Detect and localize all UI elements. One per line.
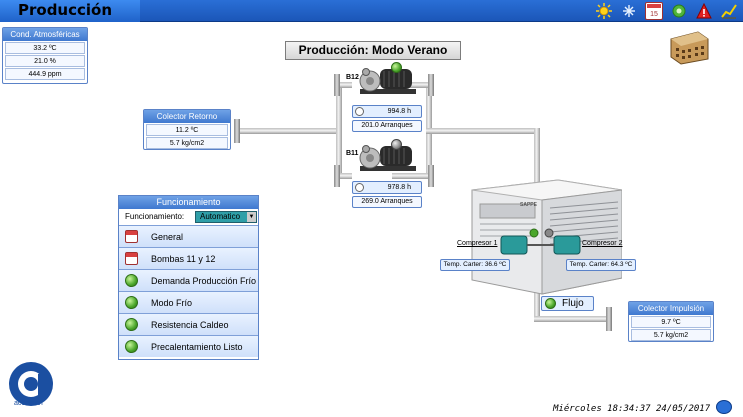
impulsion-pipe	[534, 316, 608, 322]
pump-b12-outlet	[392, 82, 432, 88]
atmos-co2: 444.9 ppm	[5, 68, 85, 80]
mode-row: Funcionamiento: Automatico ▼	[119, 209, 258, 225]
pump-b11-outlet	[392, 173, 432, 179]
funcionamiento-title: Funcionamiento	[119, 196, 258, 209]
flow-indicator: Flujo	[541, 296, 594, 311]
flow-label: Flujo	[562, 298, 584, 309]
calendar-icon	[125, 252, 138, 265]
alarm-icon[interactable]	[695, 2, 713, 20]
page-title: Producción	[18, 1, 113, 19]
pump-b12-starts: 201.0 Arranques	[352, 120, 422, 132]
func-item-label: Demanda Producción Frío	[151, 276, 257, 286]
return-pipe-flange	[234, 119, 240, 143]
pump-b12-hours: 994.8 h	[387, 108, 411, 115]
supply-pipe-to-chiller	[426, 128, 538, 134]
atmos-temperature: 33.2 ºC	[5, 42, 85, 54]
compressor-1-temp: Temp. Carter: 36.6 ºC	[440, 259, 510, 271]
return-pipe	[236, 128, 338, 134]
flow-status-led-icon	[545, 298, 556, 309]
snowflake-icon[interactable]	[620, 2, 638, 20]
mode-select[interactable]: Automatico ▼	[195, 211, 257, 223]
flange-b11-out	[428, 165, 434, 187]
func-item-demanda[interactable]: Demanda Producción Frío	[119, 269, 258, 291]
func-item-label: Precalentamiento Listo	[151, 342, 243, 352]
func-item-label: Resistencia Caldeo	[151, 320, 229, 330]
pump-b11-label: B11	[346, 150, 359, 157]
pump-b11-starts: 269.0 Arranques	[352, 196, 422, 208]
help-icon[interactable]	[716, 400, 732, 414]
colector-impulsion-temp: 9.7 ºC	[631, 316, 711, 328]
calendar-icon	[125, 230, 138, 243]
func-item-precalentamiento[interactable]: Precalentamiento Listo	[119, 335, 258, 357]
svg-text:15: 15	[650, 11, 658, 18]
chiller-brand: SAPPE	[520, 202, 537, 208]
chiller-unit[interactable]: SAPPE	[450, 178, 623, 296]
colector-impulsion-title: Colector Impulsión	[629, 302, 713, 315]
header-title-background	[0, 0, 140, 22]
func-item-label: General	[151, 232, 184, 242]
func-item-resistencia[interactable]: Resistencia Caldeo	[119, 313, 258, 335]
flange-b12-in	[334, 74, 340, 96]
atmos-humidity: 21.0 %	[5, 55, 85, 67]
colector-impulsion-pressure: 5.7 kg/cm2	[631, 329, 711, 341]
colector-retorno-title: Colector Retorno	[144, 110, 230, 123]
status-led-icon	[125, 318, 138, 331]
building-thumbnail-icon[interactable]	[668, 29, 710, 65]
impulsion-pipe-flange	[606, 307, 612, 331]
header-bar: Producción 15	[0, 0, 743, 22]
gear-icon[interactable]	[670, 2, 688, 20]
func-item-label: Modo Frío	[151, 298, 193, 308]
chevron-down-icon: ▼	[247, 212, 256, 222]
acoeman-logo	[5, 360, 57, 412]
mode-label: Funcionamiento:	[125, 212, 185, 221]
pump-b12[interactable]	[356, 63, 426, 101]
status-led-icon	[125, 340, 138, 353]
colector-retorno-panel: Colector Retorno 11.2 ºC 5.7 kg/cm2	[143, 109, 231, 150]
pump-b11-hours-box: 978.8 h	[352, 181, 422, 194]
atmos-title: Cond. Atmosféricas	[3, 28, 87, 41]
status-led-icon	[125, 296, 138, 309]
compressor-2-temp: Temp. Carter: 64.3 ºC	[566, 259, 636, 271]
pump-inlet-manifold	[336, 82, 342, 179]
pump-b11-hours: 978.8 h	[387, 184, 411, 191]
atmos-panel: Cond. Atmosféricas 33.2 ºC 21.0 % 444.9 …	[2, 27, 88, 84]
colector-impulsion-panel: Colector Impulsión 9.7 ºC 5.7 kg/cm2	[628, 301, 714, 342]
flange-b12-out	[428, 74, 434, 96]
pump-b11-status-led-icon	[391, 139, 402, 150]
compressor-2-label: Compresor 2	[582, 240, 623, 247]
logo-text: acoeman	[14, 400, 43, 407]
sun-icon[interactable]	[595, 2, 613, 20]
colector-retorno-pressure: 5.7 kg/cm2	[146, 137, 228, 149]
pump-b12-status-led-icon	[391, 62, 402, 73]
funcionamiento-panel: Funcionamiento Funcionamiento: Automatic…	[118, 195, 259, 360]
chart-icon[interactable]	[720, 2, 738, 20]
clock-icon	[355, 107, 364, 116]
pump-b11-inlet	[336, 173, 352, 179]
pump-b12-label: B12	[346, 74, 359, 81]
func-item-label: Bombas 11 y 12	[151, 254, 216, 264]
mode-title: Producción: Modo Verano	[285, 41, 461, 60]
clock-icon	[355, 183, 364, 192]
compressor-1-label: Compresor 1	[457, 240, 498, 247]
colector-retorno-temp: 11.2 ºC	[146, 124, 228, 136]
mode-select-value: Automatico	[200, 212, 241, 221]
func-item-modo-frio[interactable]: Modo Frío	[119, 291, 258, 313]
func-item-general[interactable]: General	[119, 225, 258, 247]
pump-b11[interactable]	[356, 140, 426, 178]
status-led-icon	[125, 274, 138, 287]
footer-datetime: Miércoles 18:34:37 24/05/2017	[553, 404, 711, 414]
func-item-bombas[interactable]: Bombas 11 y 12	[119, 247, 258, 269]
flange-b11-in	[334, 165, 340, 187]
calendar-icon[interactable]: 15	[645, 2, 663, 20]
pump-b12-hours-box: 994.8 h	[352, 105, 422, 118]
pump-b12-inlet	[336, 82, 352, 88]
